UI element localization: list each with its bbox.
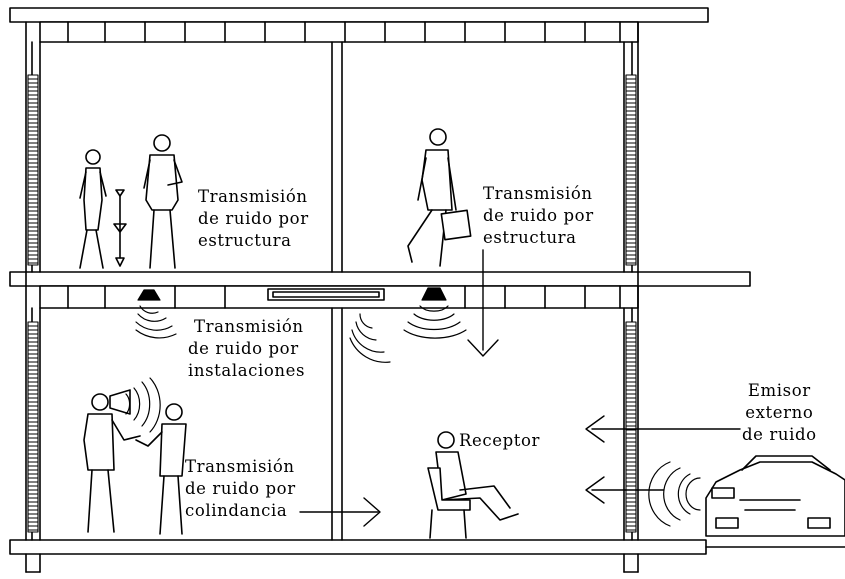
- person-man-upper-left: [143, 134, 183, 269]
- noise-waves: [125, 287, 701, 527]
- label-line: de ruido por: [185, 479, 296, 498]
- middle-floor-slab: [9, 271, 751, 309]
- floor-lamp-upper-left: [113, 189, 127, 267]
- car-external-emitter: [705, 455, 845, 537]
- label-line: de ruido por: [483, 206, 594, 225]
- ground-slab: [9, 539, 845, 573]
- label-line: estructura: [483, 228, 577, 247]
- person-listening-lower-left: [135, 403, 187, 535]
- label-line: Transmisión: [198, 187, 308, 206]
- person-walking-upper-right: [407, 128, 472, 267]
- partition-walls: [331, 41, 343, 541]
- label-line: estructura: [198, 231, 292, 250]
- label-line: de ruido por: [198, 209, 309, 228]
- label-line: Emisor: [747, 381, 811, 400]
- person-receiver-seated: [427, 431, 519, 539]
- label-line: externo: [745, 403, 814, 422]
- person-woman-upper-left: [79, 149, 107, 269]
- label-structure-left: Transmisión de ruido por estructura: [198, 186, 309, 252]
- label-line: instalaciones: [188, 361, 306, 380]
- label-receiver: Receptor: [459, 431, 541, 450]
- roof-slab: [9, 7, 709, 43]
- label-line: Transmisión: [185, 457, 295, 476]
- label-line: de ruido por: [188, 339, 299, 358]
- arrows: [299, 249, 741, 527]
- label-line: Transmisión: [194, 317, 304, 336]
- person-speaking-lower-left: [83, 389, 141, 533]
- label-line: colindancia: [185, 501, 288, 520]
- label-structure-right: Transmisión de ruido por estructura: [483, 183, 594, 249]
- label-installations: Transmisión de ruido por instalaciones: [188, 316, 305, 382]
- label-line: Transmisión: [483, 184, 593, 203]
- label-external-emitter: Emisor externo de ruido: [742, 380, 817, 446]
- label-line: de ruido: [742, 425, 817, 444]
- window-shutters: [27, 74, 637, 533]
- label-adjacency: Transmisión de ruido por colindancia: [185, 456, 296, 522]
